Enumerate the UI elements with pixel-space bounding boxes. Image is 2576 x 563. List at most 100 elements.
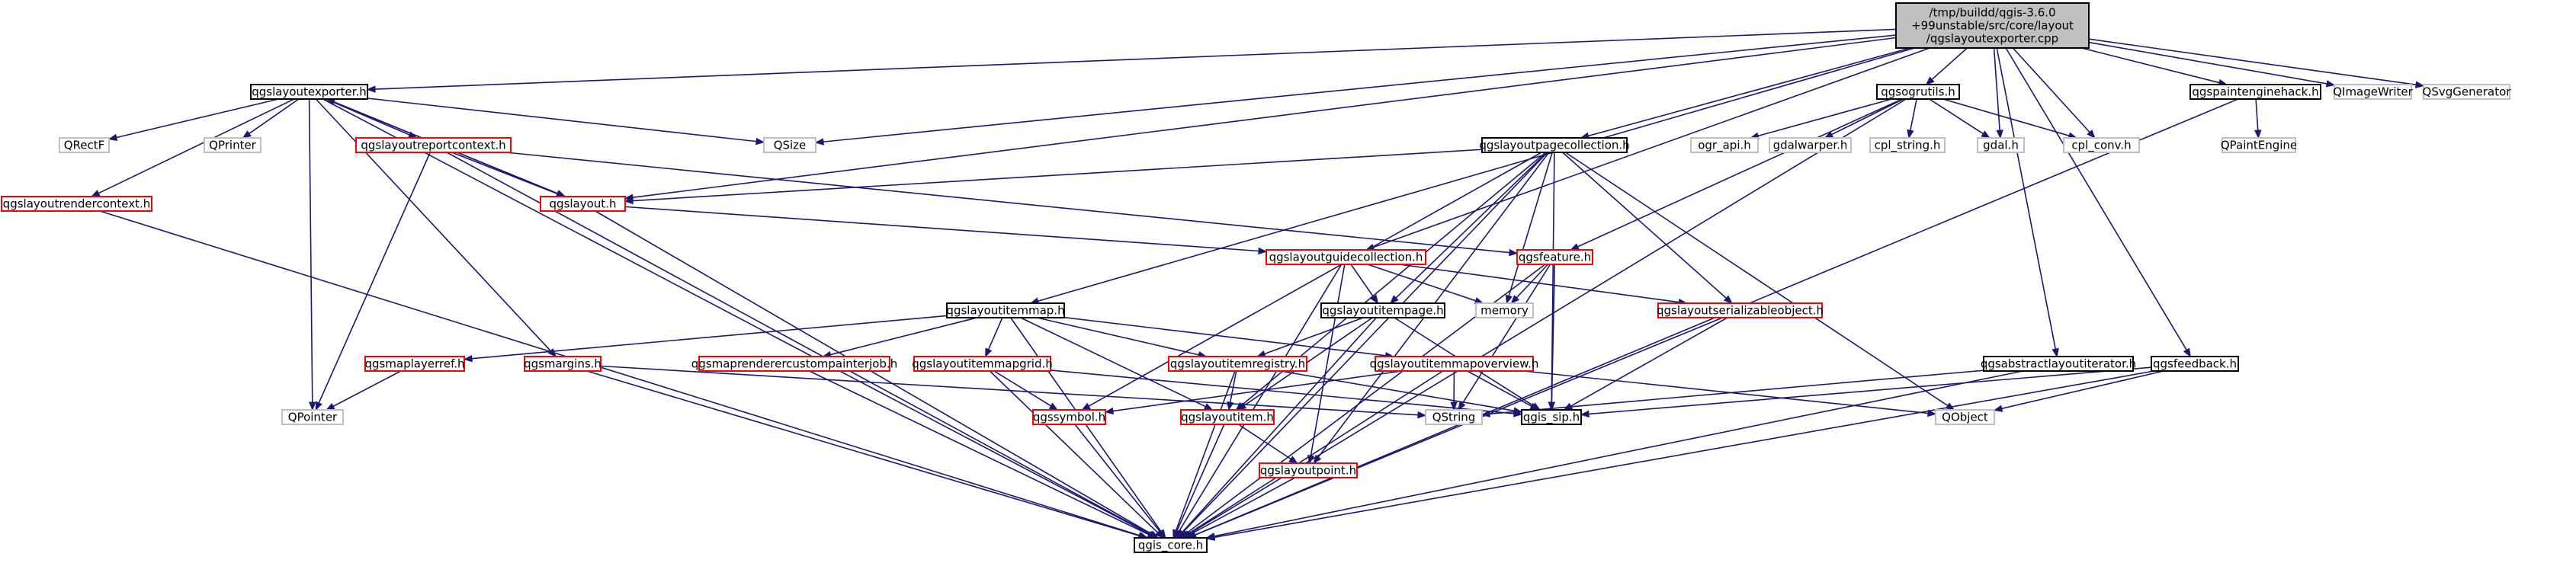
node-box[interactable] <box>1983 356 2134 372</box>
node-root[interactable]: /tmp/buildd/qgis-3.6.0+99unstable/src/co… <box>1895 2 2090 49</box>
node-exporter[interactable]: qgslayoutexporter.h <box>250 84 368 100</box>
node-box[interactable] <box>355 137 512 153</box>
node-label: +99unstable/src/core/layout <box>1911 19 2074 33</box>
node-box[interactable] <box>946 302 1065 318</box>
node-mapcustompainter[interactable]: qgsmaprenderercustompainterjob.h <box>691 356 897 372</box>
node-absiterator[interactable]: qgsabstractlayoutiterator.h <box>1981 356 2136 372</box>
node-layoutpoint[interactable]: qgslayoutpoint.h <box>1259 462 1358 478</box>
node-box[interactable] <box>1375 356 1534 372</box>
node-margins[interactable]: qgsmargins.h <box>524 356 601 372</box>
node-box[interactable] <box>1895 2 2090 49</box>
edge-pagecoll-to-serializable <box>1562 152 1733 304</box>
node-box[interactable] <box>2189 84 2321 100</box>
node-itempage[interactable]: qgslayoutitempage.h <box>1320 302 1445 318</box>
node-memory[interactable]: memory <box>1475 302 1534 318</box>
node-itemmapgrid[interactable]: qgslayoutitemmapgrid.h <box>912 356 1053 372</box>
node-cplstring[interactable]: cpl_string.h <box>1869 137 1946 153</box>
node-feedback[interactable]: qgsfeedback.h <box>2151 356 2239 372</box>
edge-layoutitem-to-layoutpoint <box>1237 424 1298 464</box>
node-symbol[interactable]: qgssymbol.h <box>1032 409 1106 425</box>
node-gdal[interactable]: gdal.h <box>1977 137 2025 153</box>
node-box[interactable] <box>59 137 110 153</box>
node-box[interactable] <box>524 356 601 372</box>
node-box[interactable] <box>540 196 626 212</box>
node-box[interactable] <box>1935 409 1995 425</box>
node-guidecoll[interactable]: qgslayoutguidecollection.h <box>1266 249 1426 265</box>
node-box[interactable] <box>1168 356 1307 372</box>
node-pagecoll[interactable]: qgslayoutpagecollection.h <box>1479 137 1630 153</box>
node-box[interactable] <box>1769 137 1852 153</box>
node-feature[interactable]: qgsfeature.h <box>1516 249 1593 265</box>
node-box[interactable] <box>698 356 890 372</box>
node-layout[interactable]: qgslayout.h <box>540 196 626 212</box>
node-qrectf[interactable]: QRectF <box>59 137 110 153</box>
node-box[interactable] <box>1516 249 1593 265</box>
node-box[interactable] <box>1475 302 1534 318</box>
node-box[interactable] <box>1 196 152 212</box>
node-label: qgslayoutexporter.h <box>252 85 367 99</box>
node-qimagewriter[interactable]: QImageWriter <box>2333 84 2414 100</box>
node-label: QSize <box>774 139 807 152</box>
node-box[interactable] <box>913 356 1051 372</box>
node-box[interactable] <box>1876 84 1960 100</box>
edge-absiterator-to-qstring <box>1480 369 1984 418</box>
edge-pagecoll-to-sip <box>1548 152 1555 411</box>
node-box[interactable] <box>1425 409 1483 425</box>
edge-layoutpoint-to-core <box>1182 477 1295 539</box>
node-qpointer[interactable]: QPointer <box>281 409 344 425</box>
node-sip[interactable]: qgis_sip.h <box>1521 409 1582 425</box>
node-box[interactable] <box>2063 137 2140 153</box>
node-box[interactable] <box>1481 137 1628 153</box>
node-qsize[interactable]: QSize <box>763 137 816 153</box>
node-box[interactable] <box>1521 409 1582 425</box>
node-box[interactable] <box>1266 249 1426 265</box>
node-qpaintengine[interactable]: QPaintEngine <box>2221 137 2297 153</box>
edge-root-to-layout <box>624 37 1897 201</box>
node-label: qgis_core.h <box>1138 539 1203 553</box>
edge-itemmapoverview-to-symbol <box>1104 370 1403 415</box>
node-box[interactable] <box>2222 137 2296 153</box>
node-box[interactable] <box>1259 462 1358 478</box>
node-qobject[interactable]: QObject <box>1935 409 1995 425</box>
node-box[interactable] <box>763 137 816 153</box>
edge-margins-to-qstring <box>600 365 1427 419</box>
edge-serializable-to-core <box>1187 317 1723 539</box>
node-label: qgsmaprenderercustompainterjob.h <box>691 357 897 371</box>
node-label: qgslayoutitemmapoverview.h <box>1370 357 1539 371</box>
node-maplayerref[interactable]: qgsmaplayerref.h <box>364 356 465 372</box>
node-ogrutils[interactable]: qgsogrutils.h <box>1876 84 1960 100</box>
node-core[interactable]: qgis_core.h <box>1134 537 1208 553</box>
node-gdalwarper[interactable]: gdalwarper.h <box>1769 137 1852 153</box>
node-box[interactable] <box>1180 409 1275 425</box>
node-box[interactable] <box>250 84 368 100</box>
node-ograpi[interactable]: ogr_api.h <box>1690 137 1759 153</box>
node-box[interactable] <box>1134 537 1208 553</box>
node-box[interactable] <box>1869 137 1946 153</box>
node-box[interactable] <box>2151 356 2239 372</box>
node-box[interactable] <box>1690 137 1759 153</box>
node-itemmapoverview[interactable]: qgslayoutitemmapoverview.h <box>1370 356 1539 372</box>
edge-margins-to-core <box>586 370 1147 539</box>
node-box[interactable] <box>1657 302 1823 318</box>
node-qstring[interactable]: QString <box>1425 409 1483 425</box>
node-box[interactable] <box>204 137 261 153</box>
node-box[interactable] <box>364 356 465 372</box>
node-box[interactable] <box>1977 137 2025 153</box>
node-box[interactable] <box>281 409 344 425</box>
node-box[interactable] <box>1320 302 1445 318</box>
node-serializable[interactable]: qgslayoutserializableobject.h <box>1657 302 1824 318</box>
node-renderctx[interactable]: qgslayoutrendercontext.h <box>1 196 152 212</box>
node-itemregistry[interactable]: qgslayoutitemregistry.h <box>1168 356 1307 372</box>
node-box[interactable] <box>1032 409 1106 425</box>
node-itemmap[interactable]: qgslayoutitemmap.h <box>946 302 1065 318</box>
node-qsvggenerator[interactable]: QSvgGenerator <box>2423 84 2512 100</box>
node-qprinter[interactable]: QPrinter <box>204 137 261 153</box>
node-painthack[interactable]: qgspaintenginehack.h <box>2189 84 2321 100</box>
node-box[interactable] <box>2334 84 2412 100</box>
node-layoutitem[interactable]: qgslayoutitem.h <box>1180 409 1275 425</box>
node-cplconv[interactable]: cpl_conv.h <box>2063 137 2140 153</box>
node-box[interactable] <box>2423 84 2510 100</box>
node-reportctx[interactable]: qgslayoutreportcontext.h <box>355 137 512 153</box>
node-label: QImageWriter <box>2333 85 2413 99</box>
edge-itemmapgrid-to-core <box>989 370 1164 539</box>
